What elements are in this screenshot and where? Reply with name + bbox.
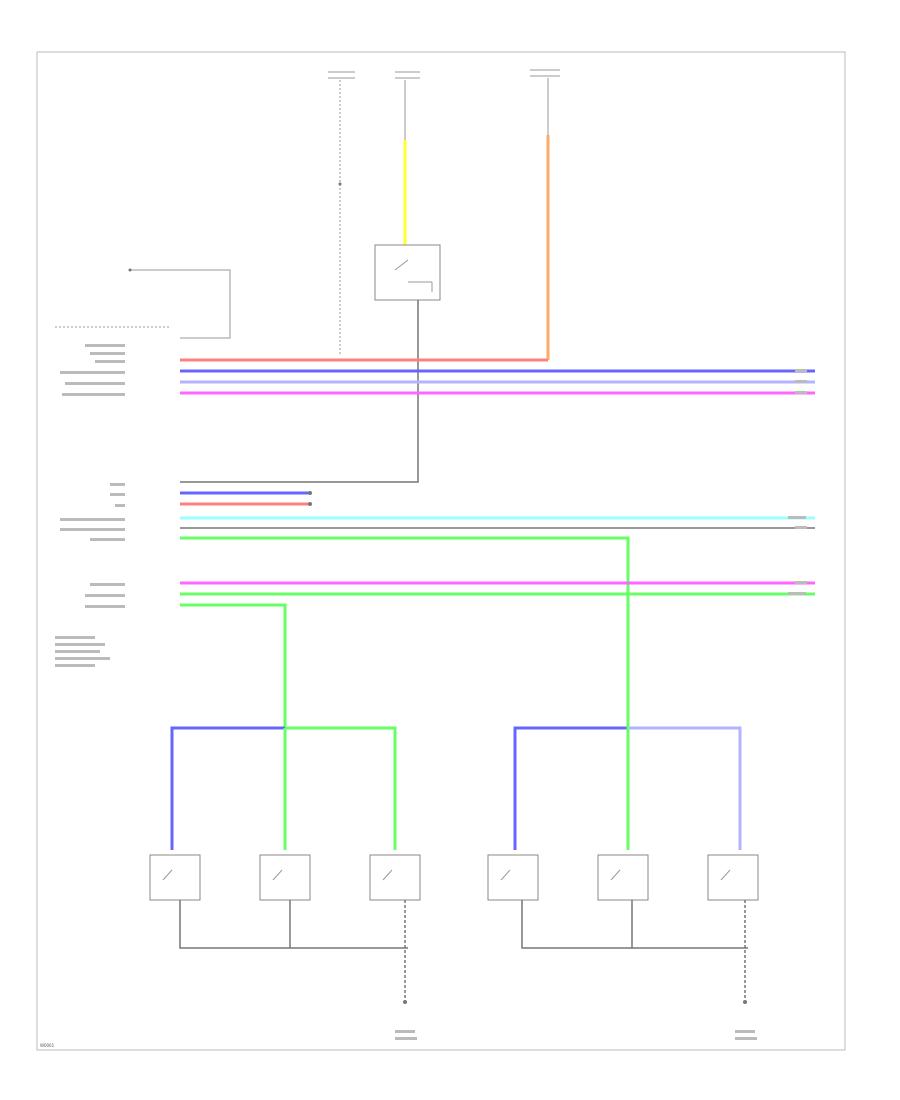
row-labels-3 — [85, 583, 125, 608]
switch-front-right-3 — [707, 854, 759, 901]
ground-bus-left — [179, 900, 408, 949]
ground-bus-right — [521, 900, 748, 949]
switch-rear-left-1 — [149, 854, 201, 901]
power-source-2 — [395, 71, 420, 140]
diagram-frame — [36, 51, 846, 1051]
wire-green-left — [180, 603, 287, 728]
row-labels-2 — [60, 483, 125, 541]
wire-lavender-right-bus — [628, 726, 742, 850]
wire-blue-left-bus — [170, 726, 285, 850]
note-block — [55, 636, 110, 667]
relay-box — [374, 244, 441, 301]
ground-left — [395, 1000, 417, 1040]
power-source-3 — [530, 69, 560, 140]
switch-front-right-1 — [487, 854, 539, 901]
connector-block-top — [55, 268, 231, 339]
row-labels-1 — [60, 344, 125, 396]
wire-green-left-bus — [285, 726, 397, 850]
diagram-id: W0001 — [40, 1043, 55, 1048]
wire-blue-right-bus — [513, 726, 628, 850]
switch-rear-left-2 — [259, 854, 311, 901]
power-source-1 — [328, 71, 355, 355]
right-edge-connectors — [788, 369, 807, 595]
wire-green-right — [180, 536, 630, 720]
wire-black-main — [180, 300, 419, 483]
switch-front-right-2 — [597, 854, 649, 901]
switch-rear-left-3 — [369, 854, 421, 901]
ground-right — [735, 1000, 757, 1040]
